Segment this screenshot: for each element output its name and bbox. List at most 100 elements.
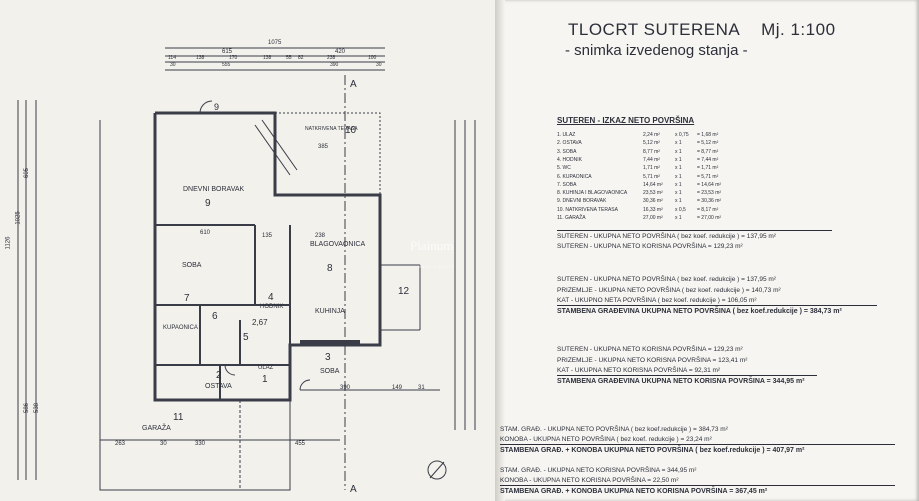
room-name-7: SOBA — [182, 262, 202, 269]
room-num-9: 9 — [205, 198, 211, 209]
table-cell-net: = 8,17 m² — [697, 206, 719, 213]
table-cell-name: 9. DNEVNI BORAVAK — [557, 198, 607, 205]
dim-top: 420 — [335, 49, 346, 55]
table-cell-coef: x 0,75 — [675, 132, 689, 138]
table-cell-coef: x 1 — [675, 181, 682, 188]
dim-bottom: 263 — [115, 441, 126, 447]
table-cell-area: 27,00 m² — [643, 215, 663, 221]
room-name-3: SOBA — [320, 368, 340, 375]
dim-top: 138 — [263, 55, 272, 61]
table-cell-coef: x 1 — [675, 173, 682, 180]
title-text: TLOCRT SUTERENA — [568, 20, 741, 39]
table-cell-area: 23,53 m² — [643, 190, 663, 197]
table-cell-coef: x 1 — [675, 198, 682, 205]
table-row: 1. ULAZ 2,24 m² x 0,75 = 1,68 m² — [557, 132, 807, 138]
table-row: 8. KUHINJA I BLAGOVAONICA 23,53 m² x 1 = 23… — [557, 190, 807, 196]
dim-top: 100 — [368, 55, 377, 61]
table-cell-net: = 27,00 m² — [697, 215, 722, 221]
dim-left: 1025 — [15, 211, 22, 225]
table-cell-coef: x 0,5 — [675, 206, 686, 213]
table-cell-net: = 1,71 m² — [697, 165, 719, 172]
table-cell-net: = 7,44 m² — [697, 156, 719, 163]
room-name-4: HODNIK — [260, 304, 284, 310]
room-name-6: KUPAONICA — [163, 325, 198, 331]
table-cell-area: 8,77 m² — [643, 148, 660, 155]
section-mark-top: A — [350, 79, 357, 90]
table-cell-net: = 23,53 m² — [697, 190, 722, 197]
room-num-1: 1 — [262, 374, 268, 385]
table-cell-net: = 5,12 m² — [697, 140, 719, 147]
dim-top: 114 — [168, 55, 176, 61]
wall — [254, 124, 291, 176]
room-num-12: 12 — [398, 286, 410, 297]
room-val-4: 2,67 — [252, 318, 268, 327]
room-num-8: 8 — [327, 263, 333, 274]
plan-sheet — [0, 0, 500, 501]
divider — [557, 305, 877, 306]
summary2-total: STAMBENA GRAĐEVINA UKUPNA NETO KORISNA P… — [557, 378, 805, 385]
summary1-line1: SUTEREN - UKUPNA NETO POVRŠINA ( bez koe… — [557, 276, 776, 283]
table-cell-coef: x 1 — [675, 165, 682, 172]
dim-left: 538 — [34, 402, 41, 414]
summary2-line1: SUTEREN - UKUPNA NETO KORISNA POVRŠINA =… — [557, 346, 743, 353]
room-num-9-alt: 9 — [214, 102, 220, 112]
table-cell-area: 2,24 m² — [643, 132, 660, 138]
door-arc — [299, 379, 311, 391]
compass-icon — [429, 461, 445, 479]
summary4-line2: KONOBA - UKUPNA NETO KORISNA POVRŠINA = … — [500, 477, 679, 484]
table-cell-area: 1,71 m² — [643, 165, 660, 172]
table-cell-net: = 14,64 m² — [697, 181, 722, 188]
dim-top-total: 1075 — [268, 40, 282, 46]
table-total-neto: SUTEREN - UKUPNA NETO POVRŠINA ( bez koe… — [557, 233, 776, 240]
table-cell-name: 6. KUPAONICA — [557, 173, 592, 180]
table-cell-net: = 30,36 m² — [697, 198, 722, 205]
table-cell-net: = 5,71 m² — [697, 173, 719, 180]
table-cell-coef: x 1 — [675, 156, 682, 163]
summary1-line3: KAT - UKUPNO NETA POVRŠINA ( bez koef. r… — [557, 297, 757, 304]
room-name-10: NATKRIVENA TERASA — [305, 126, 358, 132]
dim-top: 238 — [327, 55, 336, 61]
table-cell-coef: x 1 — [675, 190, 682, 197]
dim-inner: 238 — [315, 233, 326, 239]
dim-top: 138 — [196, 55, 205, 61]
table-cell-name: 7. SOBA — [557, 181, 577, 188]
summary3-line2: KONOBA - UKUPNA NETO POVRŠINA ( bez koef… — [500, 436, 712, 443]
room-num-5: 5 — [243, 332, 249, 343]
kitchen-counter — [300, 340, 360, 346]
dim-inner: 390 — [340, 385, 351, 391]
summary4-line1: STAM. GRAĐ. - UKUPNA NETO KORISNA POVRŠI… — [500, 467, 697, 474]
divider — [557, 230, 832, 231]
divider — [500, 444, 895, 445]
dim-top: 55 — [286, 55, 292, 61]
dim-bottom: 30 — [160, 441, 167, 447]
paper-fold — [495, 0, 505, 501]
watermark-tagline: REAL ESTATE — [418, 264, 456, 269]
table-cell-name: 8. KUHINJA I BLAGOVAONICA — [557, 190, 628, 197]
table-cell-area: 16,33 m² — [643, 206, 663, 213]
dim-top: 390 — [330, 62, 339, 68]
floor-plan — [17, 47, 476, 491]
table-cell-name: 4. HODNIK — [557, 156, 583, 163]
page-title: TLOCRT SUTERENA Mj. 1:100 — [568, 20, 836, 40]
divider — [557, 375, 817, 376]
room-name-8: BLAGOVAONICA — [310, 241, 366, 248]
page-subtitle: - snimka izvedenog stanja - — [565, 42, 748, 59]
dim-bottom: 455 — [295, 441, 306, 447]
table-cell-name: 1. ULAZ — [557, 132, 576, 138]
dim-top: 30 — [376, 62, 382, 68]
table-cell-name: 5. WC — [557, 165, 571, 172]
dim-inner: 610 — [200, 230, 211, 236]
dim-inner: 385 — [318, 144, 329, 150]
table-cell-net: = 1,68 m² — [697, 132, 719, 138]
room-num-7: 7 — [184, 293, 190, 304]
dim-top: 615 — [222, 49, 233, 55]
summary4-total: STAMBENA GRAĐ. + KONOBA UKUPNA NETO KORI… — [500, 488, 768, 495]
room-num-10: 10 — [345, 125, 357, 136]
